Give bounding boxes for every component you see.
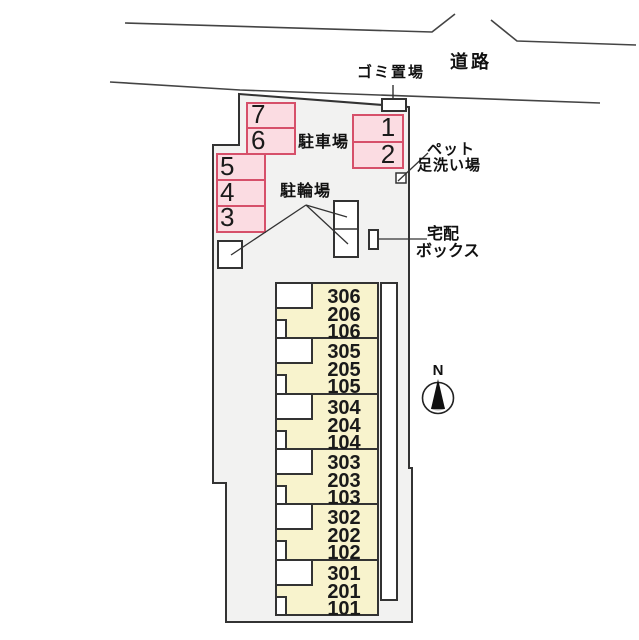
road-lower-edge — [109, 81, 601, 104]
unit-porch — [275, 559, 313, 586]
room-number: 204 — [327, 414, 361, 437]
bicycle-parking — [217, 200, 359, 269]
unit-rooms-303: 303 203 103 — [310, 452, 378, 509]
unit-step-notch — [275, 596, 287, 616]
unit-step-notch — [275, 540, 287, 561]
unit-rooms-305: 305 205 105 — [310, 341, 378, 398]
stall-number-5: 5 — [220, 151, 235, 181]
unit-porch — [275, 448, 313, 475]
room-number: 101 — [327, 598, 361, 620]
unit-porch — [275, 503, 313, 530]
delivery-box-label: 宅配 ボックス — [416, 226, 480, 260]
road-label: 道路 — [450, 52, 492, 72]
delivery-box — [368, 229, 427, 250]
compass-north-icon — [421, 379, 455, 415]
room-number: 206 — [327, 303, 361, 326]
compass-needle — [431, 379, 445, 409]
room-number: 202 — [327, 524, 361, 547]
parking-stall-6 — [246, 127, 296, 155]
room-number: 106 — [327, 321, 361, 343]
stall-number-4: 4 — [220, 177, 235, 207]
pet-wash-label: ペット 足洗い場 — [417, 142, 481, 174]
room-number: 305 — [327, 341, 361, 363]
garbage-label: ゴミ置場 — [357, 64, 426, 81]
stall-number-1: 1 — [380, 112, 396, 142]
unit-porch — [275, 282, 313, 309]
room-number: 301 — [327, 563, 361, 585]
room-number: 306 — [327, 286, 361, 308]
bicycle-label: 駐輪場 — [280, 183, 332, 200]
stall-number-6: 6 — [251, 125, 266, 155]
room-number: 201 — [327, 580, 361, 603]
road-upper-edge-right — [490, 19, 637, 46]
unit-step-notch — [275, 374, 287, 395]
room-number: 105 — [327, 376, 361, 398]
unit-rooms-302: 302 202 102 — [310, 507, 378, 564]
room-number: 103 — [327, 487, 361, 509]
unit-rooms-304: 304 204 104 — [310, 397, 378, 454]
bicycle-rack-small — [217, 240, 243, 269]
bicycle-leader-line-1 — [230, 204, 307, 256]
parking-stall-5 — [216, 153, 266, 181]
pet-wash-label-line2: 足洗い場 — [417, 157, 482, 174]
unit-rooms-301: 301 201 101 — [310, 563, 378, 620]
room-number: 304 — [327, 397, 361, 419]
bicycle-leader-line-2 — [305, 204, 348, 218]
delivery-box-shape — [368, 229, 379, 250]
parking-stall-1 — [352, 114, 404, 143]
room-number: 203 — [327, 469, 361, 492]
compass-north-label: N — [432, 362, 444, 379]
unit-step-notch — [275, 485, 287, 505]
road-upper-edge-left — [124, 13, 456, 33]
stall-number-2: 2 — [380, 139, 396, 169]
apartment-building — [275, 282, 398, 616]
road-lines — [109, 13, 637, 104]
room-number: 104 — [327, 432, 361, 454]
parking-stall-3 — [216, 205, 266, 233]
building-balcony-strip — [380, 282, 398, 601]
parking-stall-4 — [216, 179, 266, 207]
unit-porch — [275, 337, 313, 364]
room-number: 303 — [327, 452, 361, 474]
room-number: 302 — [327, 507, 361, 529]
pet-wash-leader-line — [397, 152, 429, 182]
pet-wash-station — [395, 152, 429, 184]
parking-stalls — [216, 102, 404, 233]
delivery-box-label-line1: 宅配 — [427, 226, 460, 243]
room-number: 205 — [327, 358, 361, 381]
unit-step-notch — [275, 430, 287, 450]
garbage-area-box — [381, 98, 407, 112]
stall-number-3: 3 — [220, 202, 235, 232]
unit-rooms-306: 306 206 106 — [310, 286, 378, 343]
unit-step-notch — [275, 319, 287, 339]
stall-number-7: 7 — [251, 99, 266, 129]
pet-wash-label-line1: ペット — [427, 141, 476, 158]
delivery-box-label-line2: ボックス — [416, 243, 480, 260]
unit-porch — [275, 393, 313, 420]
parking-label: 駐車場 — [298, 134, 350, 151]
room-number: 102 — [327, 542, 361, 564]
parking-stall-2 — [352, 141, 404, 169]
bicycle-leader-line-3 — [305, 204, 349, 245]
